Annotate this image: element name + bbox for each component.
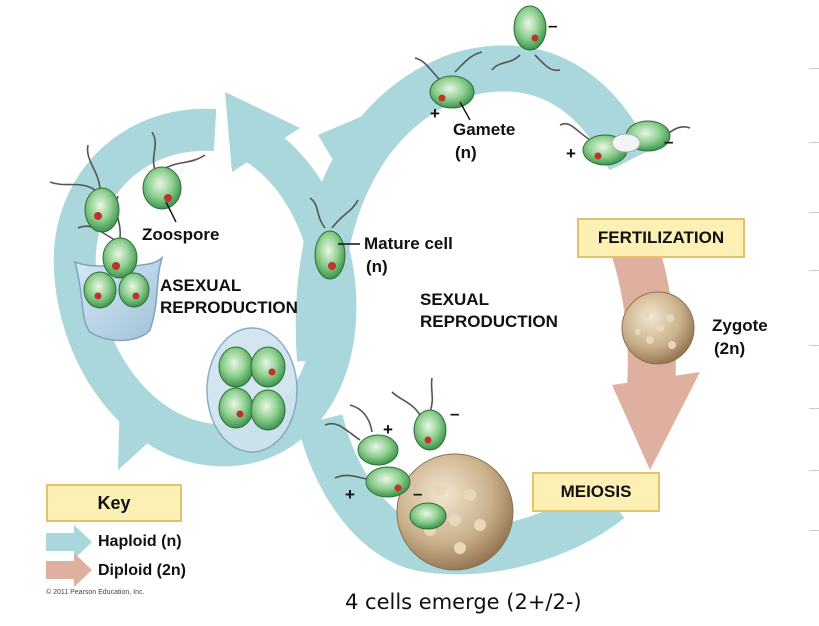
asexual-label-line1: ASEXUAL: [160, 276, 242, 295]
mature-cell-label-line1: Mature cell: [364, 234, 453, 253]
key-diploid-arrow: [46, 553, 92, 587]
edge-tick: [809, 68, 819, 69]
sign-minus-top: –: [548, 16, 558, 35]
edge-tick: [809, 212, 819, 213]
sexual-label-line2: REPRODUCTION: [420, 312, 558, 331]
zygote-label-line2: (2n): [714, 339, 746, 358]
zoospore-label: Zoospore: [142, 225, 220, 244]
asexual-label-line2: REPRODUCTION: [160, 298, 298, 317]
key-haploid-label: Haploid (n): [98, 533, 182, 550]
edge-tick: [809, 470, 819, 471]
emerging-cells: [324, 377, 447, 530]
green-cells: [83, 166, 346, 309]
key-haploid-arrow: [46, 525, 92, 559]
caption: 4 cells emerge (2+/2-): [345, 590, 582, 614]
zygote: [621, 291, 695, 365]
sexual-label-line1: SEXUAL: [420, 290, 489, 309]
edge-tick: [809, 142, 819, 143]
key-diploid-label: Diploid (2n): [98, 562, 186, 579]
sign-plus-fused: +: [566, 144, 576, 163]
mature-cell-label-line2: (n): [366, 257, 388, 276]
sign-plus-emerge-1: +: [383, 420, 393, 439]
sign-minus-fused: –: [664, 132, 674, 151]
key-title-box: Key: [46, 484, 182, 522]
edge-tick: [809, 270, 819, 271]
germinating-zygote: [396, 453, 514, 571]
zoosporangium: [206, 327, 298, 453]
gamete-cells: [414, 5, 691, 166]
edge-tick: [809, 408, 819, 409]
sign-plus-gamete: +: [430, 104, 440, 123]
zygote-label-line1: Zygote: [712, 316, 768, 335]
sign-minus-emerge-2: –: [413, 484, 423, 503]
gamete-label-line1: Gamete: [453, 120, 516, 139]
edge-tick: [809, 345, 819, 346]
leader-lines: [165, 101, 471, 245]
edge-tick: [809, 530, 819, 531]
copyright-text: © 2011 Pearson Education, Inc.: [46, 589, 145, 596]
sign-minus-emerge-1: –: [450, 404, 460, 423]
gamete-label-line2: (n): [455, 143, 477, 162]
meiosis-box: MEIOSIS: [532, 472, 660, 512]
fertilization-box: FERTILIZATION: [577, 218, 745, 258]
sign-plus-emerge-2: +: [345, 485, 355, 504]
